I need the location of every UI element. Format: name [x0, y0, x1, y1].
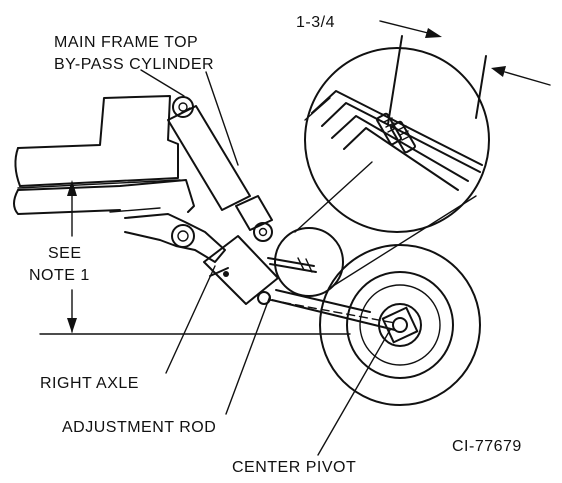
leader-lines [140, 69, 391, 456]
adjustment-rod-label: ADJUSTMENT ROD [62, 419, 216, 436]
detail-circle-large [304, 35, 490, 233]
right-axle [124, 213, 226, 263]
callout-line-upper [294, 161, 373, 233]
height-dimension [39, 180, 351, 335]
bypass-cylinder [167, 96, 273, 242]
center-pivot-label: CENTER PIVOT [232, 459, 356, 476]
main-frame [13, 95, 195, 215]
detail-circle-small [274, 227, 344, 297]
right-axle-label: RIGHT AXLE [40, 375, 139, 392]
main-frame-top-label: MAIN FRAME TOP [54, 34, 198, 51]
wheel [269, 244, 481, 406]
bypass-cylinder-label: BY-PASS CYLINDER [54, 56, 214, 73]
figure-id-label: CI-77679 [452, 438, 522, 455]
see-label: SEE [48, 245, 82, 262]
callout-line-lower [332, 195, 477, 287]
dimension-label: 1-3/4 [296, 14, 335, 31]
note-1-label: NOTE 1 [29, 267, 90, 284]
width-dimension [379, 20, 551, 86]
